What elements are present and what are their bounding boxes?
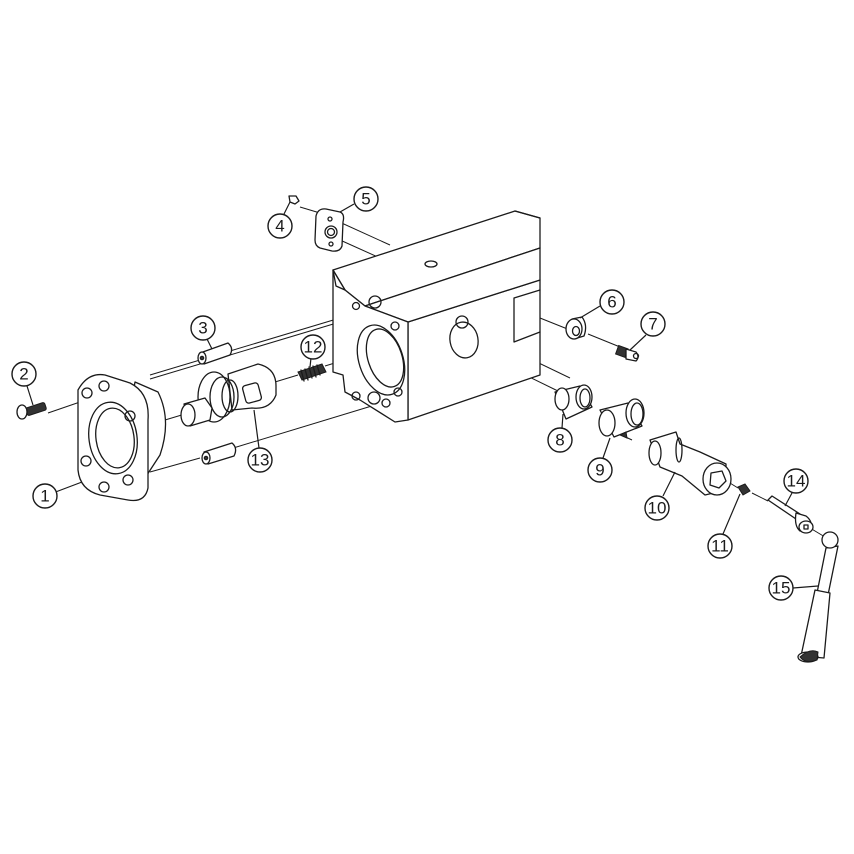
callout-14: 14 — [783, 468, 809, 494]
part-12-spring — [297, 363, 327, 382]
svg-text:9: 9 — [595, 461, 604, 480]
part-5-plate-with-bushing — [314, 208, 345, 252]
callout-11: 11 — [707, 533, 733, 559]
callout-2: 2 — [11, 361, 37, 387]
callout-3: 3 — [190, 315, 216, 341]
svg-text:14: 14 — [787, 472, 806, 491]
callout-8: 8 — [547, 427, 573, 453]
svg-text:4: 4 — [275, 217, 284, 236]
svg-text:3: 3 — [198, 319, 207, 338]
callout-9: 9 — [587, 457, 613, 483]
svg-text:5: 5 — [361, 190, 370, 209]
part-8-sleeve — [554, 384, 593, 420]
svg-text:12: 12 — [304, 338, 323, 357]
part-3-dowel-pin-lower — [201, 442, 237, 465]
callout-5: 5 — [353, 186, 379, 212]
callout-15: 15 — [768, 575, 794, 601]
part-1-flange-housing — [77, 373, 167, 502]
part-2-flat-head-screw — [16, 402, 47, 420]
svg-text:8: 8 — [555, 431, 564, 450]
part-4-small-screw — [288, 195, 300, 205]
svg-text:10: 10 — [648, 499, 667, 518]
part-14-pin — [767, 495, 814, 534]
part-15-handle-lever — [797, 531, 839, 663]
svg-text:1: 1 — [40, 487, 49, 506]
part-6-washer-bushing — [565, 316, 587, 340]
callout-12: 12 — [300, 334, 326, 360]
callout-7: 7 — [640, 311, 666, 337]
main-housing-block — [332, 210, 541, 423]
callout-4: 4 — [267, 213, 293, 239]
svg-text:6: 6 — [607, 293, 616, 312]
svg-text:15: 15 — [772, 579, 791, 598]
part-11-set-screw — [737, 483, 751, 496]
svg-text:2: 2 — [19, 365, 28, 384]
callout-6: 6 — [599, 289, 625, 315]
svg-text:11: 11 — [711, 537, 729, 556]
part-7-socket-head-screw — [614, 344, 640, 362]
callout-1: 1 — [32, 483, 58, 509]
part-13-plunger-assembly — [180, 363, 277, 427]
part-3-dowel-pin-upper — [197, 342, 233, 365]
svg-text:7: 7 — [648, 315, 657, 334]
part-10-shaft — [648, 431, 732, 496]
callout-13: 13 — [247, 447, 273, 473]
part-9-slotted-sleeve — [598, 398, 645, 439]
svg-text:13: 13 — [251, 451, 270, 470]
callout-10: 10 — [644, 495, 670, 521]
